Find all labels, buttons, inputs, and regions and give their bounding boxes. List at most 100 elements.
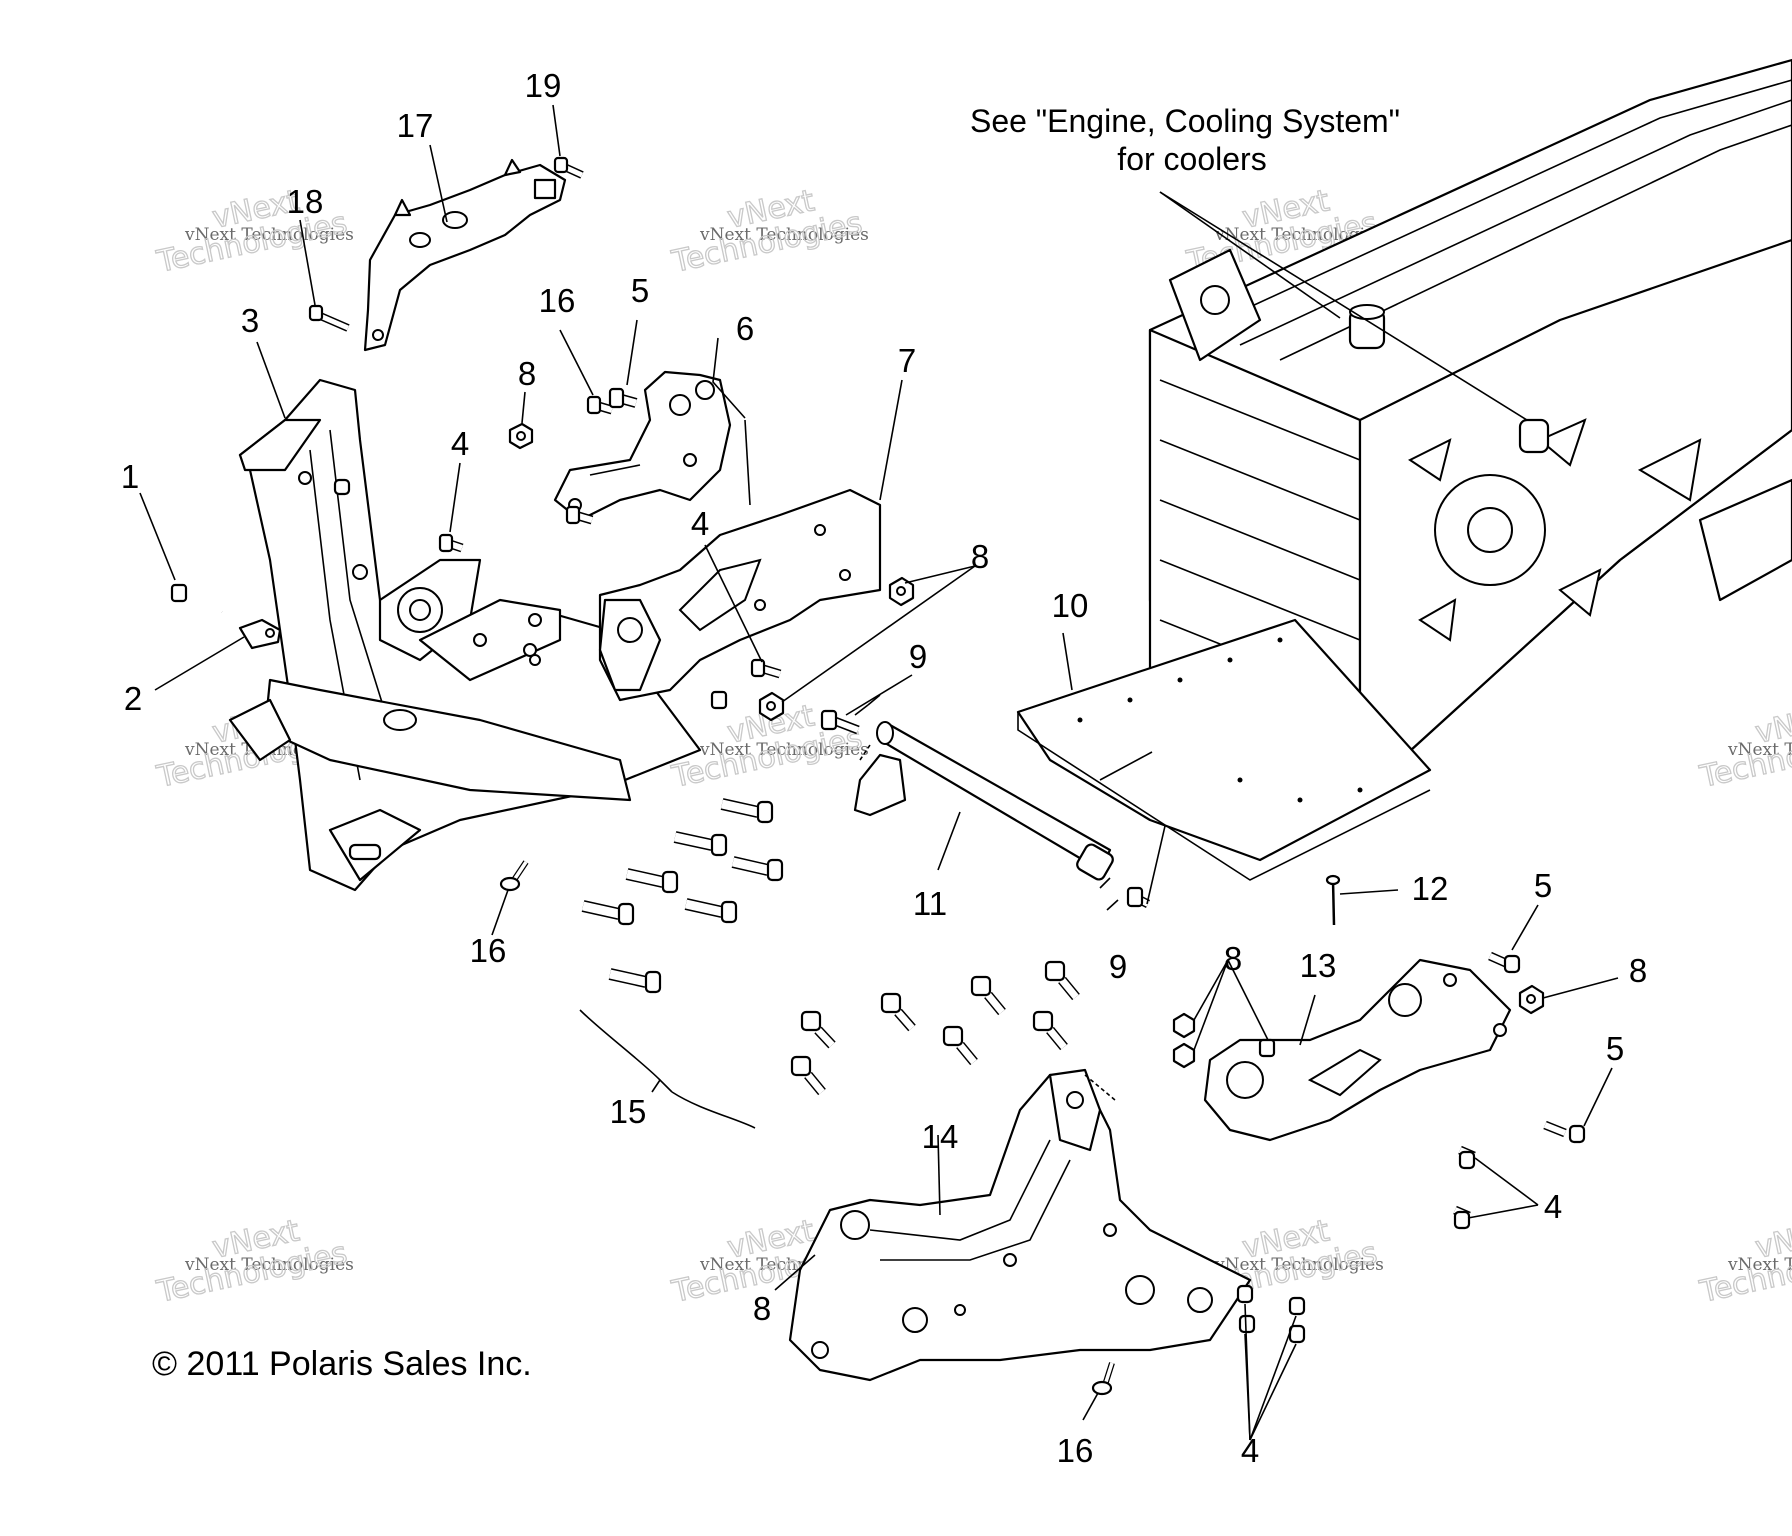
callout-12: 12 — [1412, 870, 1449, 907]
bolt-9 — [1126, 886, 1151, 909]
callout-11: 11 — [913, 885, 947, 922]
part-13-right-bracket — [1203, 958, 1512, 1142]
callout-5: 5 — [631, 272, 649, 309]
callout-8: 8 — [1629, 952, 1647, 989]
bolt-15 — [673, 831, 728, 857]
bolt-9 — [820, 709, 860, 735]
callout-18: 18 — [287, 183, 324, 220]
watermark-text: vNext Technologies — [1214, 225, 1384, 245]
bolt-5 — [1543, 1120, 1586, 1144]
nut-8 — [1172, 1042, 1196, 1069]
callout-4: 4 — [451, 425, 469, 462]
bolt-16-upper — [586, 395, 614, 415]
callout-7: 7 — [898, 342, 916, 379]
fasteners — [170, 156, 1586, 1396]
callout-16: 16 — [539, 282, 576, 319]
bolt-15 — [684, 898, 738, 924]
part-6-plate — [553, 370, 732, 522]
callout-15: 15 — [610, 1093, 647, 1130]
tunnel-chassis — [1148, 58, 1792, 762]
callout-8: 8 — [518, 355, 536, 392]
watermark: vNext Technologies vNext Technologies — [1696, 698, 1792, 796]
bolt-4 — [1453, 1205, 1471, 1230]
callout-10: 10 — [1052, 587, 1089, 624]
bolt-15 — [720, 798, 774, 824]
note-line-2: for coolers — [1117, 141, 1266, 177]
callout-13: 13 — [1300, 947, 1337, 984]
callout-9: 9 — [1109, 948, 1127, 985]
watermark: vNext Technologies vNext Technologies — [153, 1213, 354, 1311]
bolt-18 — [308, 304, 350, 332]
bolt-6-lower — [565, 505, 594, 525]
bolt-15 — [608, 968, 662, 994]
part-11-cross-tube — [853, 721, 1114, 881]
part-3-left-front-frame — [228, 378, 702, 892]
watermark-text: vNext Technologies — [1727, 740, 1792, 760]
watermark: vNext Technologies vNext Technologies — [668, 183, 869, 281]
callout-2: 2 — [124, 680, 142, 717]
watermark-text: vNext Technologies — [184, 225, 354, 245]
nut-8 — [508, 422, 534, 450]
bolt-15 — [731, 856, 784, 882]
callout-17: 17 — [397, 107, 434, 144]
nut-8 — [888, 576, 915, 607]
note-line-1: See "Engine, Cooling System" — [970, 103, 1400, 139]
watermark-text: vNext Technologies — [184, 1255, 354, 1275]
bolt-lower — [970, 975, 1006, 1016]
bolt-15 — [625, 868, 679, 894]
bolt-lower — [942, 1025, 978, 1066]
watermark: vNext Technologies vNext Technologies — [153, 183, 354, 281]
watermark-text: vNext Technologies — [699, 740, 869, 760]
callout-4: 4 — [691, 505, 709, 542]
bolt-19 — [553, 156, 584, 179]
part-10-running-board — [1016, 618, 1432, 881]
part-2-clip — [238, 618, 282, 650]
leader-lines — [139, 104, 1619, 1441]
rivet-16 — [1091, 1362, 1115, 1396]
bolt-4 — [1238, 1314, 1256, 1334]
callout-4: 4 — [1241, 1432, 1259, 1469]
callout-8: 8 — [753, 1290, 771, 1327]
bolt-5-upper — [608, 387, 638, 409]
nut-small — [710, 690, 728, 710]
bolt-lower — [800, 1010, 836, 1049]
callout-8: 8 — [1224, 940, 1242, 977]
bolt-lower — [1032, 1010, 1068, 1051]
callout-5: 5 — [1606, 1030, 1624, 1067]
bolt-4 — [750, 658, 782, 679]
copyright: © 2011 Polaris Sales Inc. — [152, 1345, 532, 1383]
watermark-text: vNext Technologies — [1214, 1255, 1384, 1275]
callout-16: 16 — [1057, 1432, 1094, 1469]
bolt-1 — [170, 583, 224, 615]
callout-1: 1 — [121, 458, 139, 495]
nut-8 — [1258, 1038, 1276, 1058]
nut-8 — [758, 691, 785, 722]
callout-16: 16 — [470, 932, 507, 969]
watermark-text: vNext Technologies — [1727, 1255, 1792, 1275]
part-17-upper-bracket — [363, 158, 567, 352]
callout-numbers: 1 2 3 4 4 4 4 5 5 5 6 7 8 8 8 8 8 9 9 10… — [121, 67, 1647, 1469]
bolt-lower — [790, 1055, 826, 1096]
callout-19: 19 — [525, 67, 562, 104]
rivet-12 — [1325, 874, 1341, 926]
callout-4: 4 — [1544, 1188, 1562, 1225]
bolt-lower — [880, 992, 916, 1032]
bolt-4 — [1288, 1296, 1306, 1316]
rivet-16 — [499, 860, 529, 892]
callout-6: 6 — [736, 310, 754, 347]
callout-3: 3 — [241, 302, 259, 339]
callout-5: 5 — [1534, 867, 1552, 904]
note: See "Engine, Cooling System" for coolers — [970, 103, 1400, 177]
bolt-5 — [1488, 951, 1521, 974]
callout-8: 8 — [971, 538, 989, 575]
bolt-4 — [438, 533, 464, 553]
part-7-center-bracket — [598, 488, 882, 702]
watermark: vNext Technologies vNext Technologies — [1696, 1213, 1792, 1311]
bolt-4 — [1458, 1145, 1476, 1170]
nut-8 — [1172, 1012, 1196, 1039]
callout-9: 9 — [909, 638, 927, 675]
watermark-text: vNext Technologies — [699, 225, 869, 245]
bolt-4 — [1236, 1284, 1254, 1304]
nut-8 — [1518, 984, 1545, 1015]
